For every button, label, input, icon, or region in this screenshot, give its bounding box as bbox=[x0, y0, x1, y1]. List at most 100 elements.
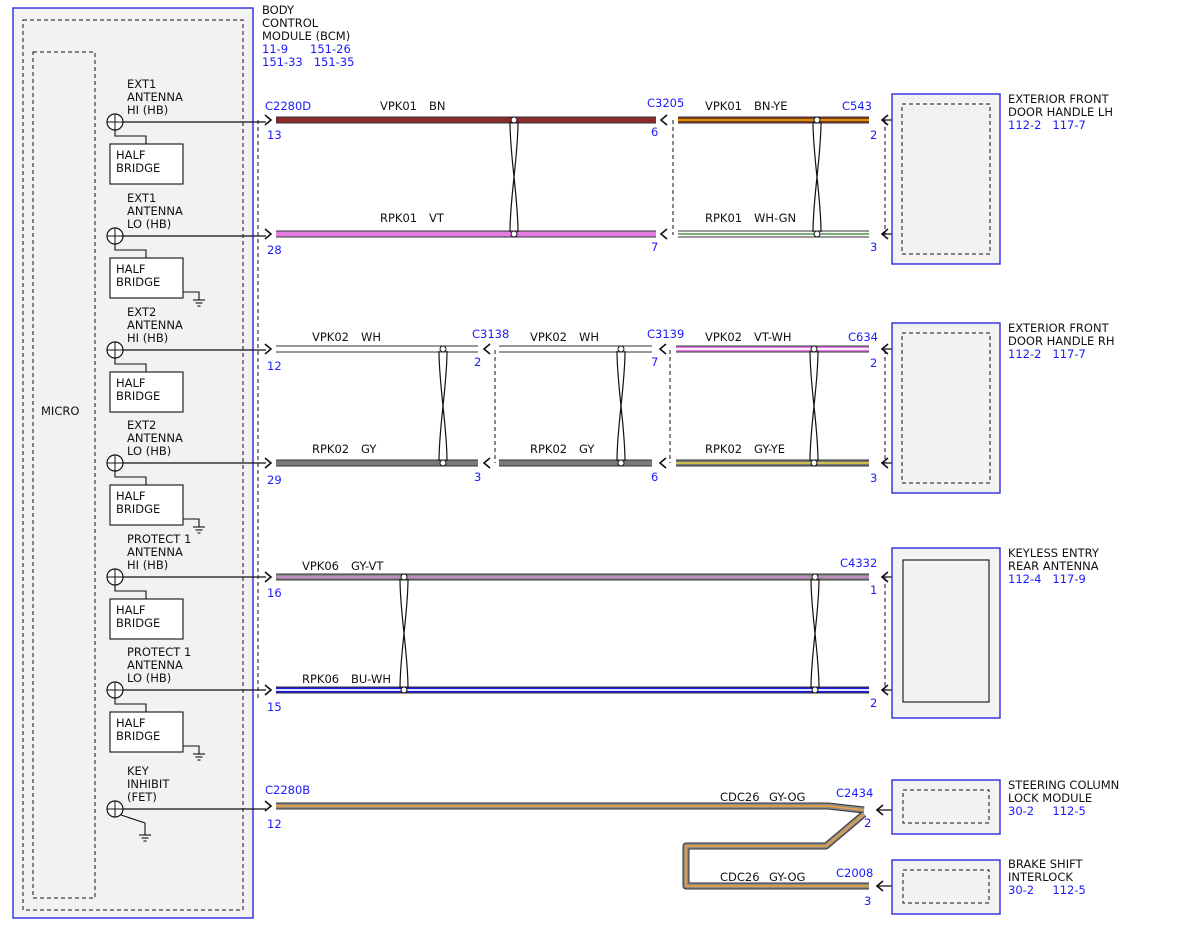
output-label-line: LO (HB) bbox=[127, 217, 171, 231]
wire-circuit-label: RPK02 bbox=[312, 442, 349, 456]
half-bridge-link bbox=[114, 585, 147, 599]
connector-arrow-icon bbox=[482, 343, 491, 355]
module-ref[interactable]: 112-2 117-7 bbox=[1008, 118, 1086, 132]
module-steering-column-lock[interactable] bbox=[891, 779, 1001, 835]
connector-c634-label[interactable]: C634 bbox=[848, 330, 878, 344]
module-inner-dashed bbox=[901, 332, 991, 484]
output-label-line: HI (HB) bbox=[127, 558, 168, 572]
wire-circuit-label: RPK02 bbox=[705, 442, 742, 456]
half-bridge-box bbox=[109, 598, 184, 640]
pin-label: 7 bbox=[651, 355, 658, 369]
connector-arrow-icon bbox=[264, 571, 273, 583]
connector-c3139-label[interactable]: C3139 bbox=[647, 327, 684, 341]
module-ref[interactable]: 30-2 112-5 bbox=[1008, 804, 1086, 818]
module-name-line: DOOR HANDLE LH bbox=[1008, 105, 1113, 119]
half-bridge-label: HALF bbox=[116, 603, 146, 617]
module-brake-shift-interlock[interactable] bbox=[891, 859, 1001, 915]
twist-end bbox=[400, 573, 408, 581]
connector-c2280b-label[interactable]: C2280B bbox=[265, 783, 310, 797]
module-ref[interactable]: 112-2 117-7 bbox=[1008, 347, 1086, 361]
pin-label: 3 bbox=[864, 894, 871, 908]
connector-c3205-label[interactable]: C3205 bbox=[647, 96, 684, 110]
bcm-title-line-1: BODY bbox=[262, 3, 295, 17]
twist-end bbox=[810, 459, 818, 467]
twist-end bbox=[439, 459, 447, 467]
ground-link bbox=[183, 291, 200, 300]
connector-c2280d-label[interactable]: C2280D bbox=[265, 99, 311, 113]
connector-c2008-label[interactable]: C2008 bbox=[836, 866, 873, 880]
half-bridge-link bbox=[114, 698, 147, 712]
connector-c4332-label[interactable]: C4332 bbox=[840, 556, 877, 570]
output-label-line: ANTENNA bbox=[127, 204, 183, 218]
twist-end bbox=[811, 686, 819, 694]
module-keyless-rear-antenna[interactable] bbox=[891, 547, 1001, 719]
pin-label: 1 bbox=[870, 583, 877, 597]
module-name-line: INTERLOCK bbox=[1008, 870, 1073, 884]
bcm-title-line-2: CONTROL bbox=[262, 16, 319, 30]
module-ref[interactable]: 30-2 112-5 bbox=[1008, 883, 1086, 897]
wire-color-label: GY bbox=[579, 442, 595, 456]
module-name-line: STEERING COLUMN bbox=[1008, 778, 1119, 792]
module-name-line: LOCK MODULE bbox=[1008, 791, 1092, 805]
twist-end bbox=[813, 116, 821, 124]
twist-line bbox=[438, 350, 448, 462]
wire-color-label: BN-YE bbox=[754, 99, 788, 113]
output-label-line: INHIBIT bbox=[127, 777, 170, 791]
half-bridge-box bbox=[109, 257, 184, 299]
module-door-handle-lh[interactable] bbox=[891, 93, 1001, 265]
module-name-line: BRAKE SHIFT bbox=[1008, 857, 1083, 871]
pin-label: 12 bbox=[267, 817, 282, 831]
pin-label: 6 bbox=[651, 470, 658, 484]
pin-label: 6 bbox=[651, 125, 658, 139]
bcm-ref-line-2[interactable]: 151-33 151-35 bbox=[262, 55, 354, 69]
wire-color-label: GY bbox=[361, 442, 377, 456]
pin-label: 2 bbox=[870, 696, 877, 710]
wire-circuit-label: CDC26 bbox=[720, 870, 760, 884]
pin-label: 28 bbox=[267, 243, 282, 257]
connector-arrow-icon bbox=[659, 228, 668, 240]
wire-circuit-label: VPK02 bbox=[312, 330, 349, 344]
module-inner-dashed bbox=[902, 869, 990, 904]
half-bridge-label: BRIDGE bbox=[116, 502, 160, 516]
pin-label: 2 bbox=[474, 355, 481, 369]
module-name-line: DOOR HANDLE RH bbox=[1008, 334, 1115, 348]
connector-arrow-icon bbox=[264, 800, 273, 812]
output-label-line: LO (HB) bbox=[127, 444, 171, 458]
twist-end bbox=[811, 573, 819, 581]
module-inner-solid bbox=[902, 559, 990, 703]
wire-circuit-label: RPK01 bbox=[380, 211, 417, 225]
module-inner-dashed bbox=[901, 103, 991, 255]
half-bridge-link bbox=[114, 471, 147, 485]
pin-label: 7 bbox=[651, 240, 658, 254]
half-bridge-label: BRIDGE bbox=[116, 389, 160, 403]
half-bridge-label: BRIDGE bbox=[116, 729, 160, 743]
pin-label: 12 bbox=[267, 359, 282, 373]
connector-c2434-label[interactable]: C2434 bbox=[836, 786, 873, 800]
twist-line bbox=[810, 578, 820, 689]
wire-circuit-label: VPK02 bbox=[530, 330, 567, 344]
output-label-line: EXT1 bbox=[127, 191, 156, 205]
output-label-line: (FET) bbox=[127, 790, 157, 804]
output-label-line: ANTENNA bbox=[127, 318, 183, 332]
twist-end bbox=[439, 345, 447, 353]
twist-end bbox=[510, 116, 518, 124]
bcm-ref-line-1[interactable]: 11-9 151-26 bbox=[262, 42, 351, 56]
ground-link bbox=[120, 814, 146, 835]
twist-end bbox=[617, 345, 625, 353]
wire-color-label: WH bbox=[579, 330, 599, 344]
half-bridge-label: HALF bbox=[116, 489, 146, 503]
module-ref[interactable]: 112-4 117-9 bbox=[1008, 572, 1086, 586]
wire-color-label: WH-GN bbox=[754, 211, 796, 225]
output-label-line: PROTECT 1 bbox=[127, 532, 191, 546]
connector-c543-label[interactable]: C543 bbox=[842, 99, 872, 113]
pin-label: 3 bbox=[870, 471, 877, 485]
twist-line bbox=[616, 350, 626, 462]
half-bridge-label: HALF bbox=[116, 262, 146, 276]
module-door-handle-rh[interactable] bbox=[891, 322, 1001, 494]
output-label-line: ANTENNA bbox=[127, 431, 183, 445]
pin-label: 2 bbox=[864, 816, 871, 830]
pin-label: 29 bbox=[267, 473, 282, 487]
connector-c3138-label[interactable]: C3138 bbox=[472, 327, 509, 341]
module-name-line: EXTERIOR FRONT bbox=[1008, 92, 1110, 106]
